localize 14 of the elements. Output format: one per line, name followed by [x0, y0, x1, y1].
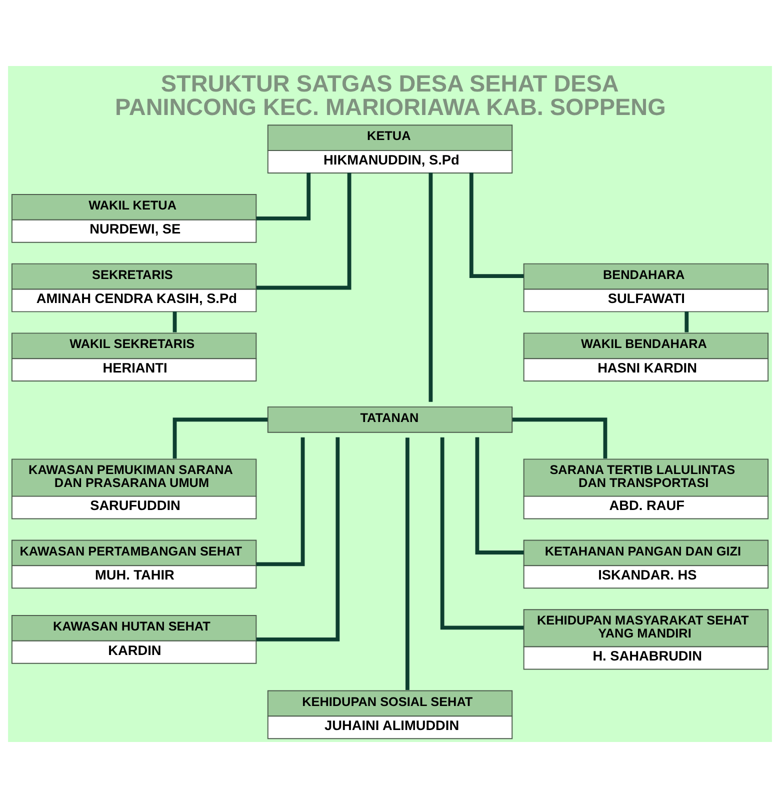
connector [428, 172, 433, 402]
connector [469, 172, 524, 278]
connector [256, 437, 305, 566]
connector [256, 172, 352, 290]
connector [406, 438, 410, 690]
connector [684, 312, 689, 332]
connector [172, 312, 177, 332]
connector [475, 437, 524, 554]
connector [440, 437, 524, 630]
connector [172, 418, 268, 458]
diagram-title: STRUKTUR SATGAS DESA SEHAT DESA PANINCONG KEC. MARIORIAWA KAB. SOPPENG [115, 70, 666, 120]
connector [256, 172, 311, 220]
connector [256, 437, 340, 642]
connector [512, 418, 608, 458]
